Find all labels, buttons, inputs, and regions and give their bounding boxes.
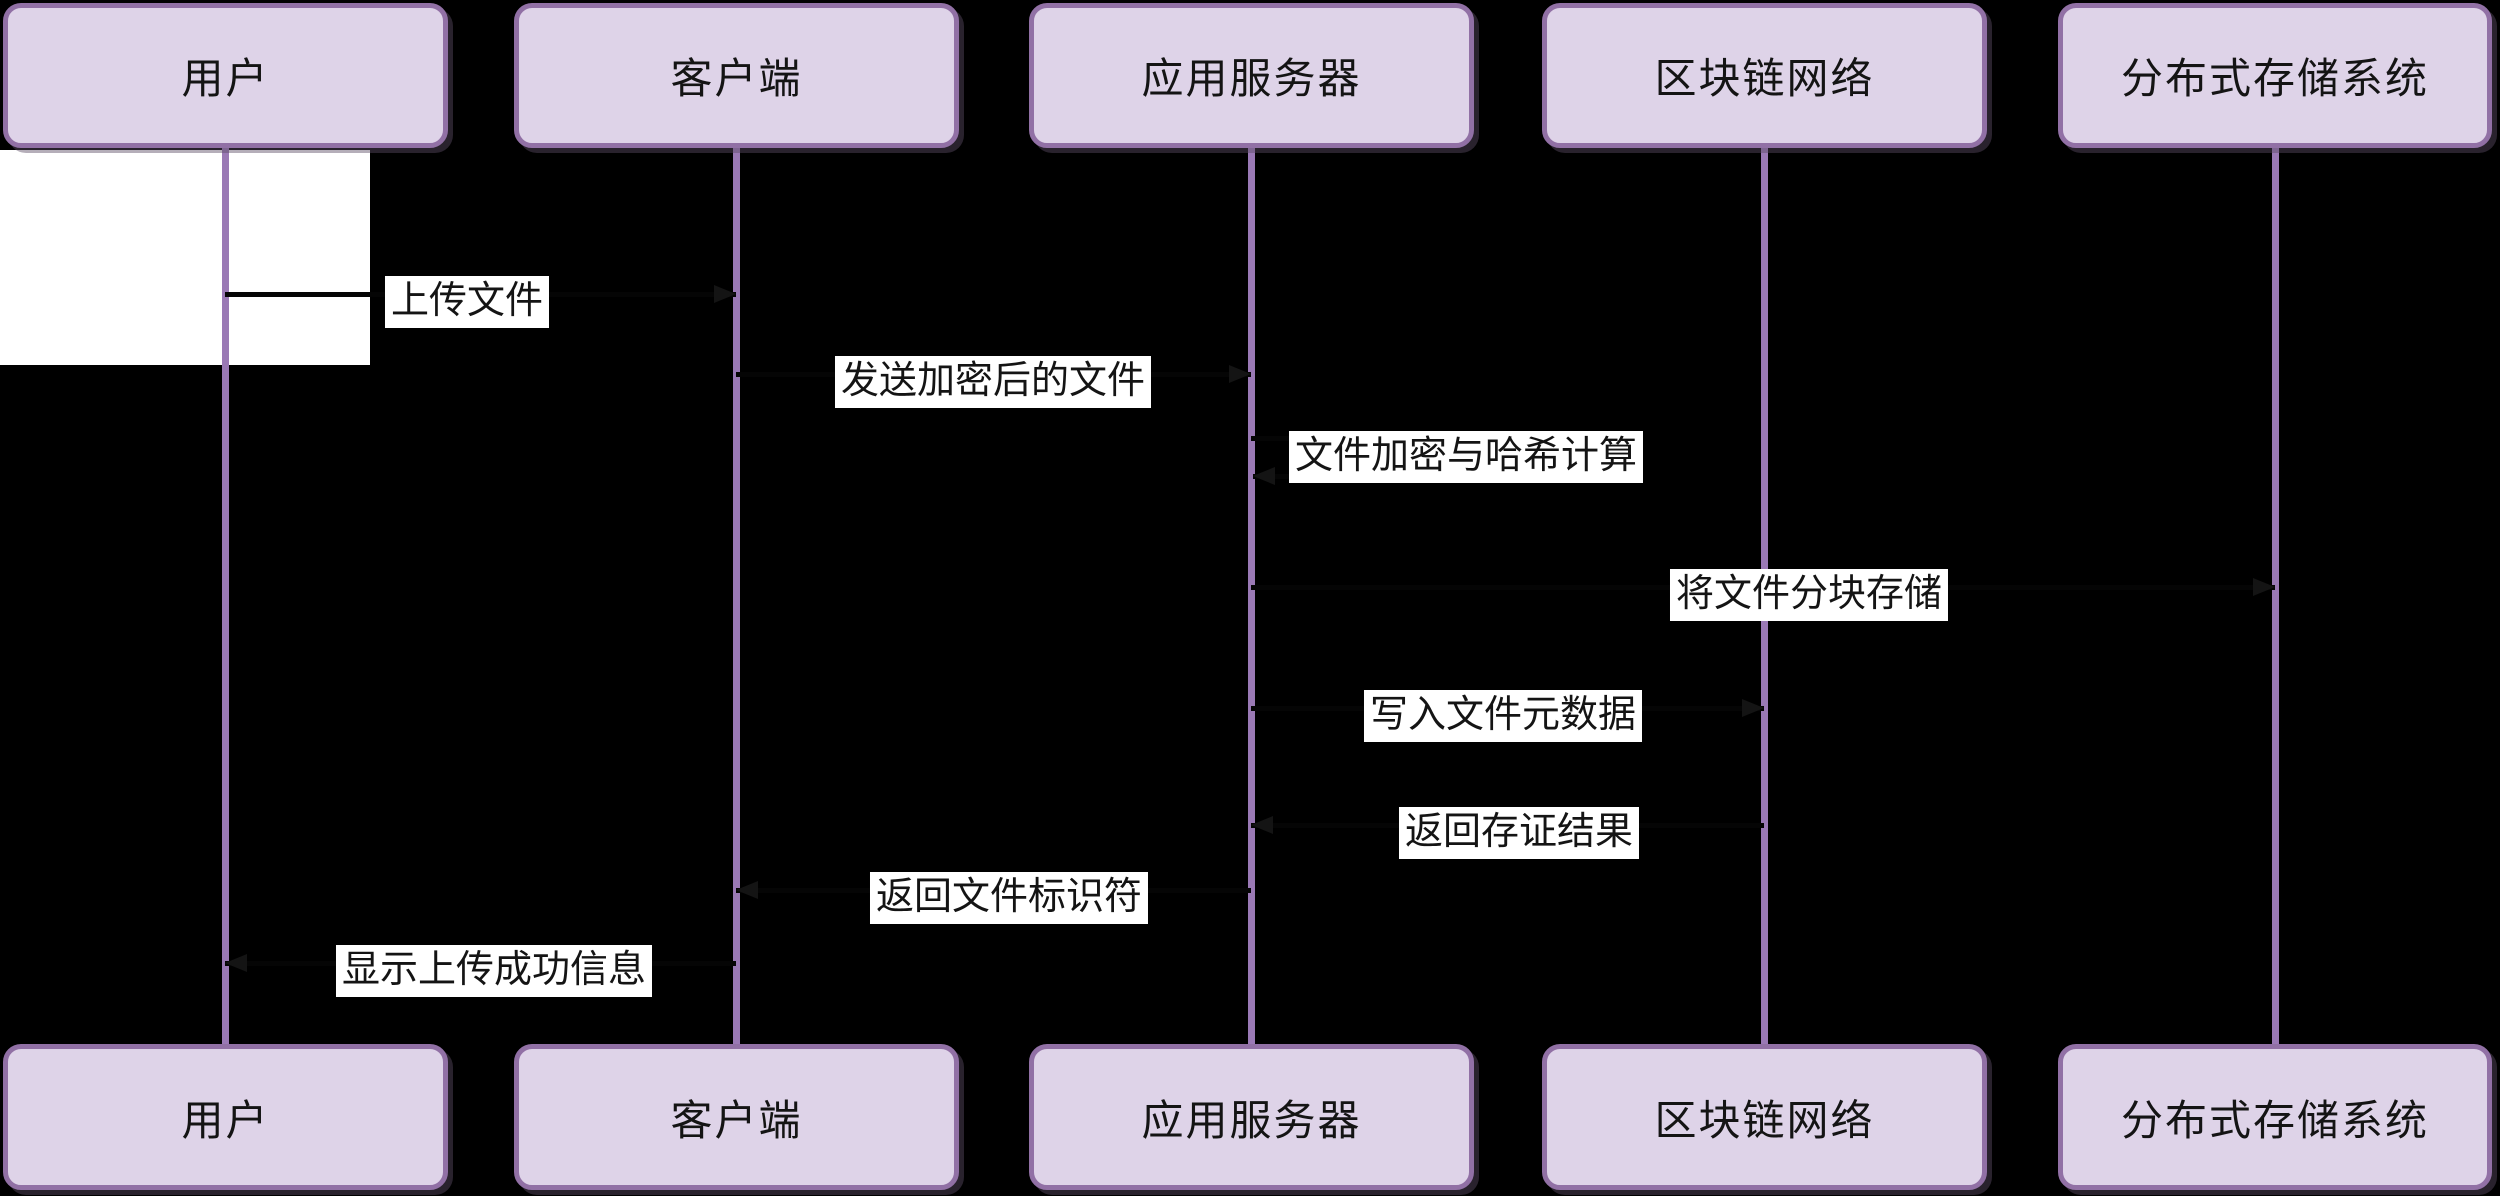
actor-label: 分布式存储系统: [2120, 1096, 2429, 1144]
actor-box-bottom-3: 应用服务器: [1029, 1044, 1474, 1190]
message-label-6: 返回存证结果: [1398, 807, 1640, 859]
lifeline-3: [1247, 147, 1255, 1046]
self-message-top-line: [1251, 435, 1311, 441]
message-label-3: 文件加密与哈希计算: [1288, 431, 1644, 483]
self-message-bottom-line: [1253, 473, 1311, 479]
actor-label: 应用服务器: [1141, 1096, 1362, 1144]
message-label-2: 发送加密后的文件: [834, 356, 1152, 408]
message-label-5: 写入文件元数据: [1363, 690, 1643, 742]
actor-box-bottom-1: 用户: [3, 1044, 448, 1190]
white-background-rect: [0, 150, 370, 365]
arrowhead-icon: [1251, 816, 1273, 834]
arrowhead-icon: [736, 881, 758, 899]
message-label-4: 将文件分块存储: [1669, 569, 1949, 621]
actor-label: 用户: [181, 1096, 270, 1144]
lifeline-1: [221, 147, 229, 1046]
actor-box-bottom-2: 客户端: [514, 1044, 959, 1190]
actor-label: 客户端: [670, 55, 803, 102]
actor-box-top-5: 分布式存储系统: [2058, 3, 2492, 148]
actor-label: 客户端: [670, 1096, 803, 1144]
message-label-1: 上传文件: [384, 276, 550, 328]
actor-box-bottom-4: 区块链网络: [1542, 1044, 1987, 1190]
arrowhead-icon: [2253, 578, 2275, 596]
actor-box-top-2: 客户端: [514, 3, 959, 148]
actor-box-top-4: 区块链网络: [1542, 3, 1987, 148]
actor-label: 应用服务器: [1141, 55, 1362, 102]
arrowhead-icon: [225, 954, 247, 972]
actor-box-top-1: 用户: [3, 3, 448, 148]
lifeline-2: [732, 147, 740, 1046]
actor-label: 用户: [181, 55, 270, 102]
lifeline-5: [2271, 147, 2279, 1046]
arrowhead-icon: [1253, 467, 1275, 485]
actor-label: 区块链网络: [1654, 55, 1875, 102]
arrowhead-icon: [1229, 365, 1251, 383]
message-label-7: 返回文件标识符: [869, 872, 1149, 924]
actor-box-top-3: 应用服务器: [1029, 3, 1474, 148]
actor-box-bottom-5: 分布式存储系统: [2058, 1044, 2492, 1190]
arrowhead-icon: [714, 285, 736, 303]
message-label-8: 显示上传成功信息: [335, 945, 653, 997]
actor-label: 分布式存储系统: [2120, 55, 2429, 102]
arrowhead-icon: [1742, 699, 1764, 717]
actor-label: 区块链网络: [1654, 1096, 1875, 1144]
